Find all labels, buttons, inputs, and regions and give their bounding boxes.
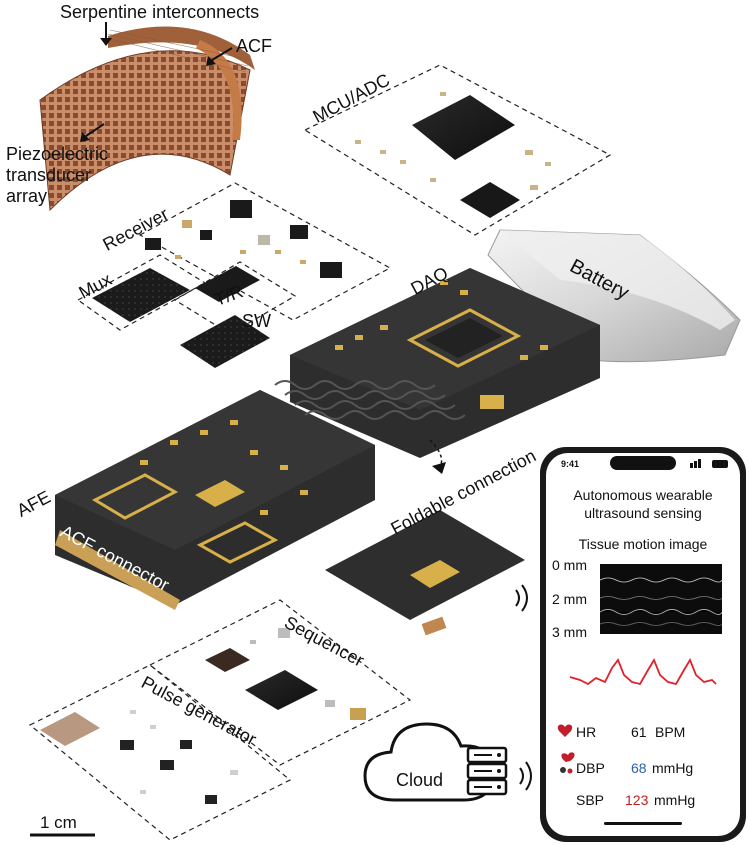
phone-title-2: ultrasound sensing: [584, 505, 702, 521]
acf-strip: [196, 40, 242, 140]
home-indicator: [604, 822, 682, 825]
label-piezo-3: array: [6, 186, 48, 206]
foldable-connection: [274, 380, 466, 420]
dbp-value: 68: [631, 760, 647, 776]
arrow-acf: [211, 47, 233, 61]
sequencer-box: [148, 599, 412, 766]
receiver-components: [145, 200, 342, 278]
pulse-waveform: [569, 657, 717, 686]
wifi-module: [325, 510, 525, 620]
hr-unit: BPM: [655, 724, 686, 740]
smartphone: [540, 447, 746, 842]
sbp-unit: mmHg: [654, 792, 696, 808]
phone-time: 9:41: [561, 459, 580, 469]
battery-status-icon: [712, 460, 728, 468]
afe-chip-pad-1: [91, 473, 179, 520]
wifi-waves-icon: [515, 584, 528, 612]
mcu-passives: [355, 92, 551, 190]
depth-tick-3: 3 mm: [552, 624, 587, 640]
label-cloud: Cloud: [396, 770, 444, 790]
transducer-array: [39, 26, 255, 212]
depth-tick-0: 0 mm: [552, 557, 587, 573]
afe-chip-pad-2: [196, 521, 279, 564]
server-icon: [466, 746, 508, 796]
label-sw: SW: [242, 311, 271, 331]
acf-connector-pads: [55, 530, 180, 610]
depth-tick-2: 2 mm: [552, 591, 587, 607]
mcu-chip: [412, 95, 515, 160]
cloud-wifi-waves-icon: [519, 761, 532, 791]
hr-value: 61: [631, 724, 647, 740]
label-scale: 1 cm: [40, 813, 77, 832]
mux-chip: [92, 268, 190, 322]
status-icons: [690, 459, 728, 468]
label-piezo-1: Piezoelectric: [6, 144, 109, 164]
phone-notch: [610, 456, 676, 470]
sbp-value: 123: [625, 792, 649, 808]
dbp-label: DBP: [576, 760, 605, 776]
serpentine-lines: [105, 29, 251, 73]
pulse-transformer: [40, 712, 100, 746]
heart-icon: [557, 724, 573, 737]
receiver-passives: [175, 220, 306, 264]
tissue-motion-bands: [599, 577, 723, 626]
afe-pads: [140, 420, 308, 515]
tissue-motion-title: Tissue motion image: [578, 536, 708, 552]
daq-pads: [335, 280, 548, 409]
sequencer-chip: [245, 670, 318, 710]
tr-sw-chip: [180, 315, 270, 368]
receiver-box: [138, 182, 392, 321]
label-acf: ACF: [236, 36, 272, 56]
regulator-chip: [460, 182, 520, 218]
tr-chip-small: [195, 266, 260, 302]
phone-title-1: Autonomous wearable: [573, 487, 713, 503]
label-piezo-2: transducer: [6, 165, 92, 185]
pulse-components: [120, 740, 217, 804]
tr-sw-box: [173, 261, 297, 335]
battery: [487, 229, 741, 363]
label-serpentine-interconnects: Serpentine interconnects: [60, 2, 260, 22]
arrow-piezo: [85, 123, 105, 137]
blood-drop-icon: [560, 752, 575, 774]
daq-chip-pad: [406, 308, 522, 368]
mcu-adc-box: [303, 64, 612, 236]
phone-screen: [546, 453, 740, 836]
pulse-generator-box: [28, 664, 292, 841]
wifi-antenna-chip: [421, 616, 447, 636]
hr-label: HR: [576, 724, 597, 740]
sbp-label: SBP: [576, 792, 605, 808]
dbp-unit: mmHg: [652, 760, 694, 776]
